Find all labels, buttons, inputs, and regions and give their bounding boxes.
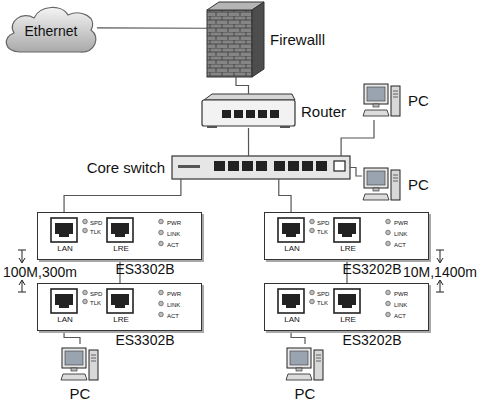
core-switch-icon xyxy=(172,156,350,179)
led-label: ACT xyxy=(167,313,179,319)
network-link xyxy=(341,120,374,156)
led-label: LINK xyxy=(394,302,407,308)
pc-node: PC xyxy=(285,344,325,384)
extender-ports xyxy=(278,289,390,317)
extender-box: LANLRESPDTLKPWRLINKACTES3202B xyxy=(264,212,429,260)
port-label: LAN xyxy=(277,316,307,324)
node-label: PC xyxy=(50,386,110,401)
port-label: LAN xyxy=(50,245,80,253)
led-label: SPD xyxy=(317,220,329,226)
node-label: Core switch xyxy=(87,160,165,175)
model-name: ES3202B xyxy=(327,333,417,347)
pc-icon xyxy=(61,348,98,380)
firewall-node: Firewalll xyxy=(207,2,265,77)
port-label: LAN xyxy=(50,316,80,324)
port-label: LRE xyxy=(106,245,136,253)
network-link xyxy=(248,128,249,156)
network-link xyxy=(291,331,305,344)
node-label: Router xyxy=(301,104,346,119)
led-label: SPD xyxy=(317,291,329,297)
link-spec: 100M,300m xyxy=(3,265,77,279)
distance-arrows xyxy=(18,250,444,292)
led-label: SPD xyxy=(90,291,102,297)
led-label: TLK xyxy=(317,229,328,235)
pc-node: PC xyxy=(362,164,402,204)
led-label: ACT xyxy=(394,313,406,319)
network-link xyxy=(64,179,181,212)
port-label: LRE xyxy=(106,316,136,324)
node-label: Ethernet xyxy=(5,8,97,54)
port-label: LRE xyxy=(333,245,363,253)
led-label: LINK xyxy=(167,302,180,308)
switch-node: Core switch xyxy=(172,156,350,179)
pc-icon xyxy=(286,348,323,380)
pc-node: PC xyxy=(362,80,402,120)
firewall-icon xyxy=(207,2,264,77)
model-name: ES3302B xyxy=(100,333,190,347)
led-label: ACT xyxy=(394,242,406,248)
cloud-node: Ethernet xyxy=(5,8,97,54)
router-node: Router xyxy=(202,94,295,128)
extender-box: LANLRESPDTLKPWRLINKACTES3202B xyxy=(264,283,429,331)
pc-icon xyxy=(363,84,400,116)
network-link xyxy=(236,77,249,94)
led-label: PWR xyxy=(167,291,181,297)
extender-box: LANLRESPDTLKPWRLINKACTES3302B xyxy=(37,212,202,260)
extender-ports xyxy=(51,218,163,246)
pc-icon xyxy=(363,168,400,200)
led-label: ACT xyxy=(167,242,179,248)
network-link xyxy=(64,331,80,344)
router-icon xyxy=(202,94,295,128)
led-label: LINK xyxy=(394,231,407,237)
extender-ports xyxy=(51,289,163,317)
extender-box: LANLRESPDTLKPWRLINKACTES3302B xyxy=(37,283,202,331)
led-label: TLK xyxy=(90,300,101,306)
network-link xyxy=(350,168,362,177)
link-spec: 10M,1400m xyxy=(403,265,477,279)
node-label: PC xyxy=(275,386,335,401)
led-label: PWR xyxy=(167,220,181,226)
led-label: TLK xyxy=(90,229,101,235)
node-label: PC xyxy=(408,177,429,192)
node-label: PC xyxy=(408,93,429,108)
led-label: TLK xyxy=(317,300,328,306)
led-label: SPD xyxy=(90,220,102,226)
node-label: Firewalll xyxy=(270,32,325,47)
pc-node: PC xyxy=(60,344,100,384)
led-label: PWR xyxy=(394,291,408,297)
network-link xyxy=(97,27,207,29)
model-name: ES3302B xyxy=(100,262,190,276)
network-link xyxy=(279,179,291,212)
led-label: LINK xyxy=(167,231,180,237)
port-label: LAN xyxy=(277,245,307,253)
port-label: LRE xyxy=(333,316,363,324)
led-label: PWR xyxy=(394,220,408,226)
extender-ports xyxy=(278,218,390,246)
